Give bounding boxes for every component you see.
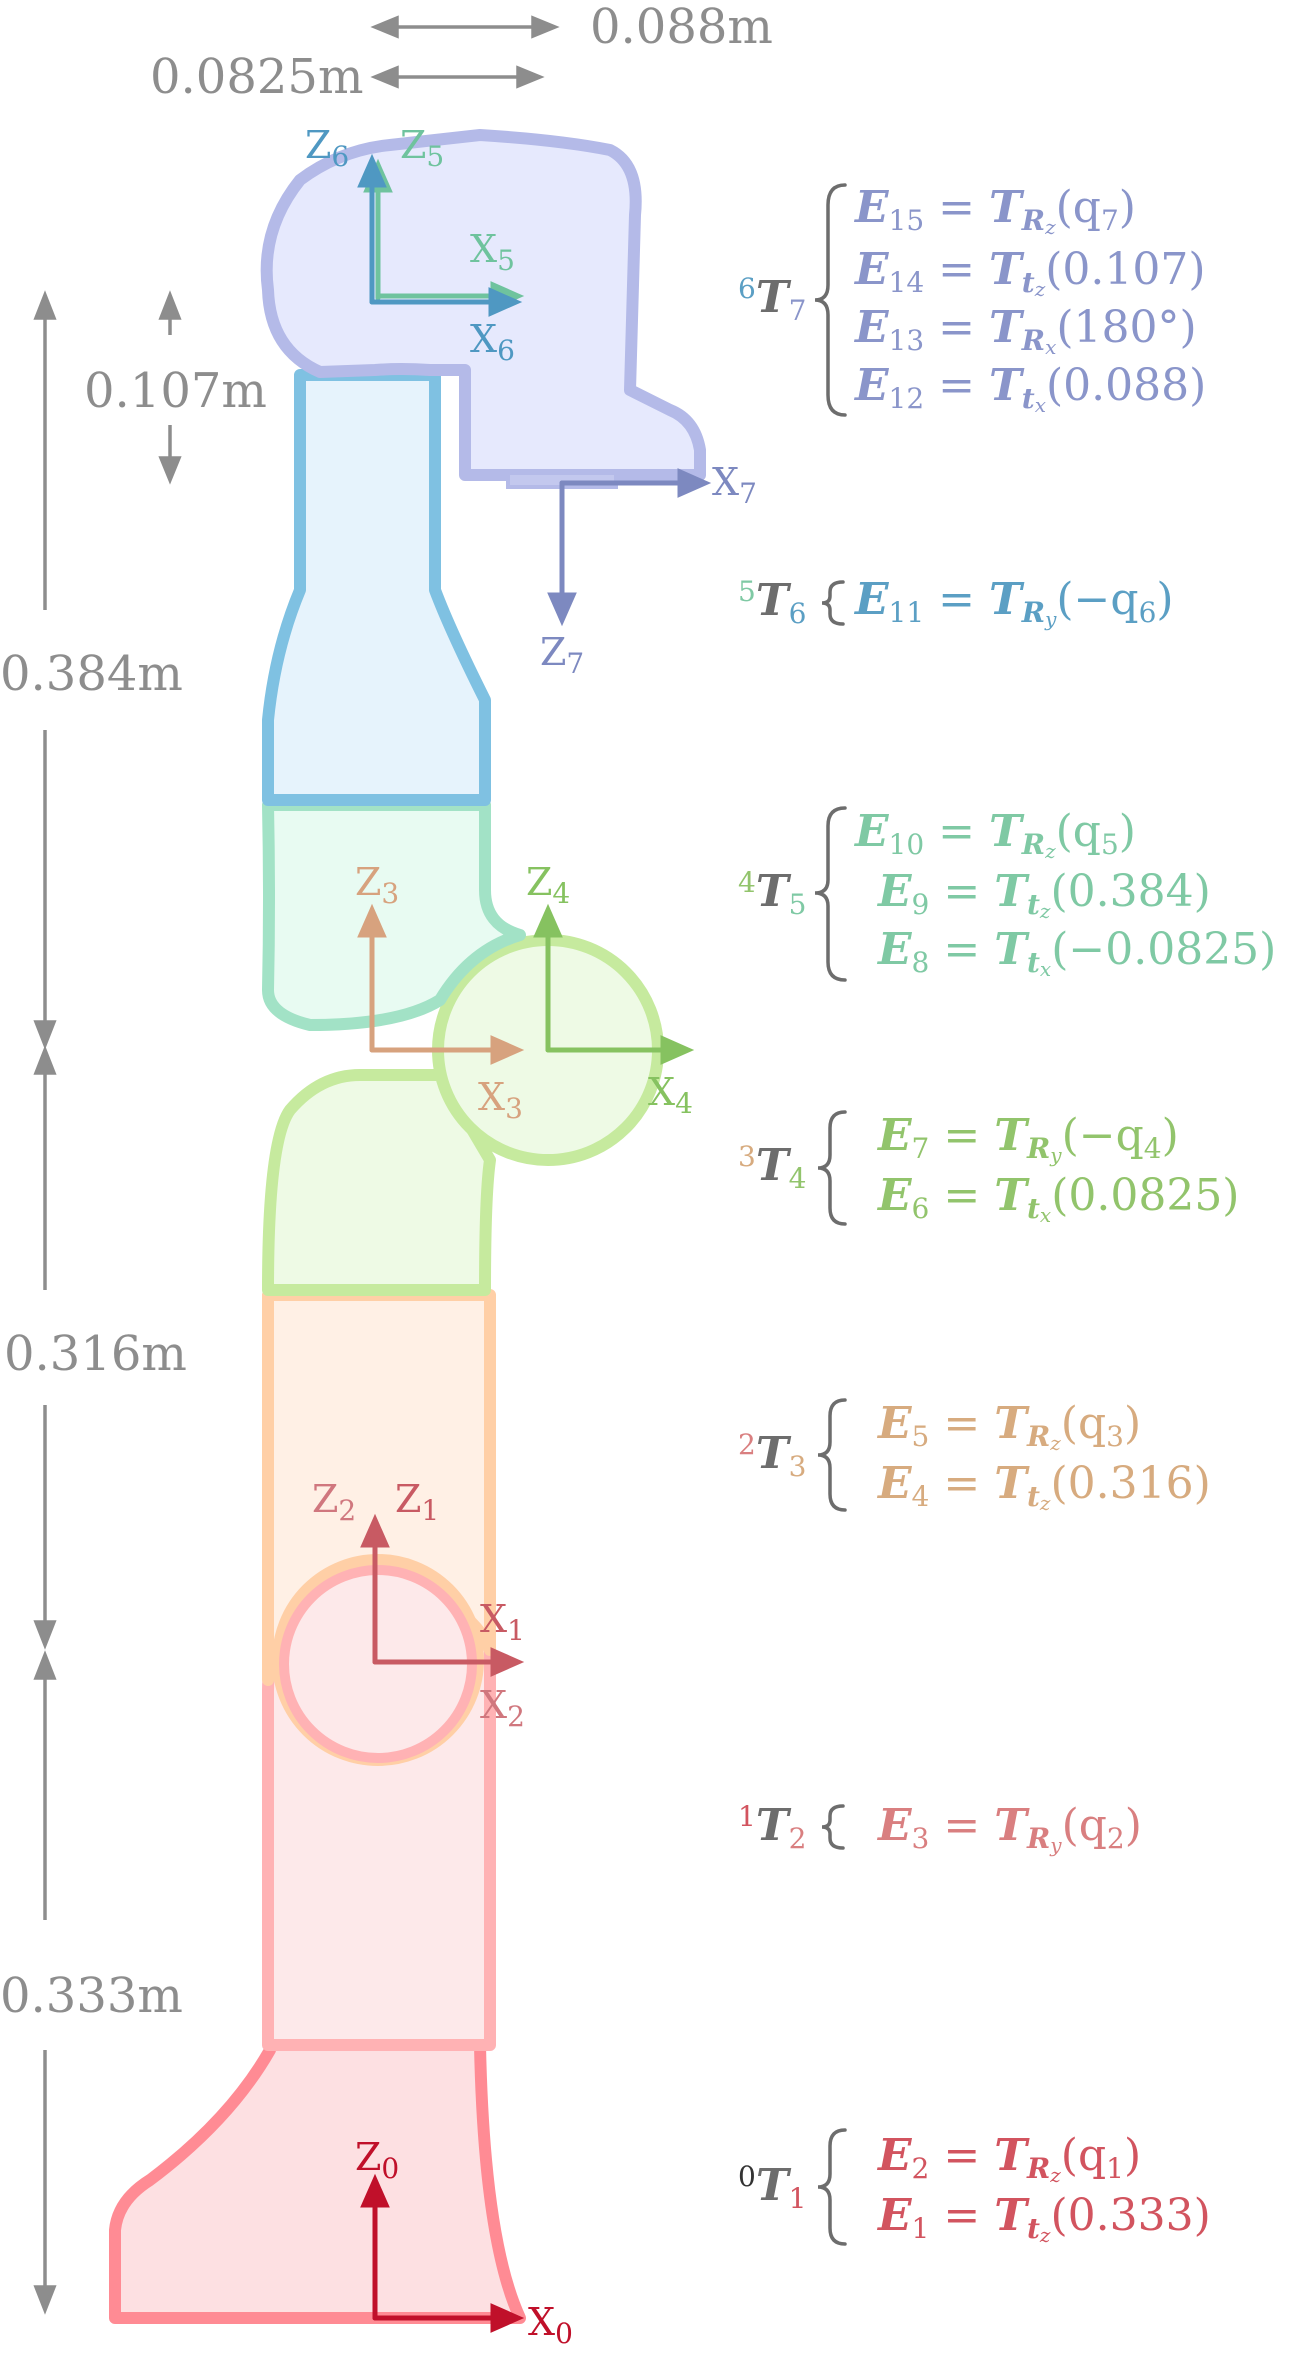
- frame-label-z3: Z3: [355, 860, 399, 910]
- link-5: [262, 369, 491, 806]
- dim-0107: 0.107m: [84, 363, 267, 419]
- equation-e3: E3 = TRy(q2): [876, 1800, 1142, 1857]
- equation-e7: E7 = TRy(−q4): [876, 1110, 1179, 1167]
- link-4: [262, 799, 526, 1031]
- equation-e5: E5 = TRz(q3): [876, 1398, 1141, 1455]
- frame-label-z5: Z5: [400, 123, 444, 173]
- equation-e14: E14 = Ttz(0.107): [853, 244, 1206, 301]
- dim-0333: 0.333m: [0, 1968, 183, 2024]
- transform-5T6: 5T6: [738, 575, 806, 630]
- transform-1T2: 1T2: [738, 1800, 806, 1855]
- equation-e1: E1 = Ttz(0.333): [876, 2190, 1211, 2247]
- frame-label-z4: Z4: [526, 860, 570, 910]
- dim-0384: 0.384m: [0, 646, 183, 702]
- frame-label-x5: X5: [470, 227, 515, 277]
- equation-e6: E6 = Ttx(0.0825): [876, 1170, 1239, 1227]
- frame-label-x6: X6: [470, 317, 515, 367]
- equation-e12: E12 = Ttx(0.088): [853, 360, 1206, 417]
- transform-3T4: 3T4: [738, 1140, 806, 1195]
- dim-0316: 0.316m: [4, 1326, 187, 1382]
- transform-4T5: 4T5: [738, 866, 806, 921]
- equation-e13: E13 = TRx(180°): [853, 302, 1197, 359]
- equation-e15: E15 = TRz(q7): [853, 182, 1136, 239]
- frame-label-x0: X0: [528, 2300, 573, 2350]
- frame-label-z1: Z1: [395, 1477, 439, 1527]
- equation-e9: E9 = Ttz(0.384): [876, 866, 1211, 923]
- frame-label-z7: Z7: [540, 630, 584, 680]
- equation-e10: E10 = TRz(q5): [853, 806, 1136, 863]
- transform-0T1: 0T1: [738, 2160, 806, 2215]
- braces: [814, 183, 847, 2246]
- equation-e11: E11 = TRy(−q6): [853, 574, 1174, 631]
- dim-00825: 0.0825m: [150, 49, 363, 105]
- dim-0088: 0.088m: [590, 0, 773, 55]
- dimension-arrows: [33, 15, 560, 2315]
- frame-label-x7: X7: [712, 460, 757, 510]
- frame-label-z6: Z6: [305, 123, 349, 173]
- link-3: [262, 1069, 496, 1296]
- frame-label-x2: X2: [480, 1683, 525, 1733]
- frame-label-z2: Z2: [312, 1477, 356, 1527]
- frame-label-x3: X3: [478, 1075, 523, 1125]
- frame-arrows: [357, 153, 712, 2333]
- link-6: [260, 129, 706, 481]
- transform-6T7: 6T7: [738, 272, 806, 327]
- base-link: [109, 2039, 526, 2324]
- equation-e4: E4 = Ttz(0.316): [876, 1458, 1211, 1515]
- frame-label-x4: X4: [648, 1070, 693, 1120]
- frame-label-x1: X1: [480, 1597, 525, 1647]
- equation-e8: E8 = Ttx(−0.0825): [876, 924, 1276, 981]
- transform-2T3: 2T3: [738, 1428, 806, 1483]
- equation-e2: E2 = TRz(q1): [876, 2130, 1141, 2187]
- frame-label-z0: Z0: [355, 2135, 399, 2185]
